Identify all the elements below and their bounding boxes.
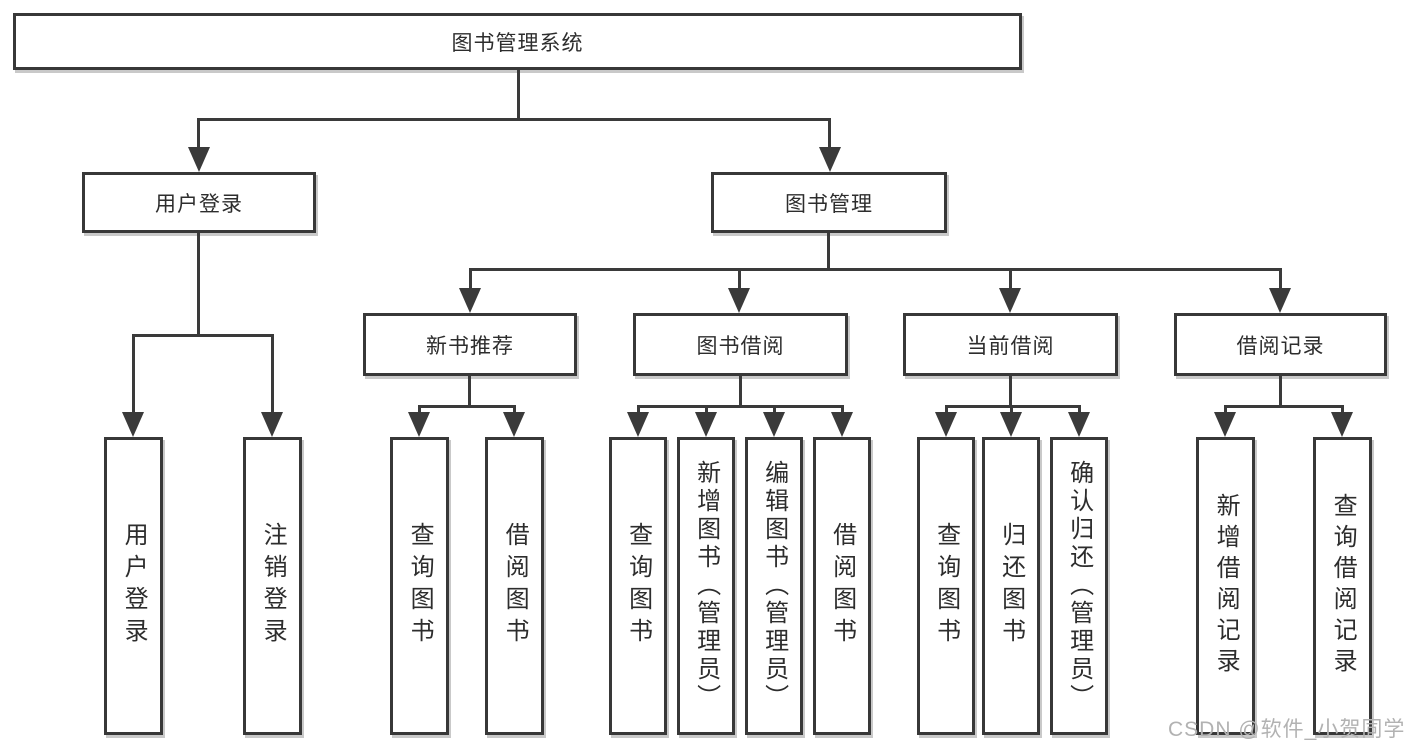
arrow-down-icon bbox=[261, 412, 283, 437]
leaf-current-return: 归还图书 bbox=[982, 437, 1040, 735]
leaf-current-return-label: 归还图书 bbox=[997, 522, 1025, 650]
connector-line bbox=[773, 405, 776, 415]
connector-line bbox=[513, 405, 516, 415]
arrow-down-icon bbox=[627, 412, 649, 437]
connector-line bbox=[1078, 405, 1081, 415]
leaf-borrow-add-admin: 新增图书（管理员） bbox=[677, 437, 735, 735]
node-book-management: 图书管理 bbox=[711, 172, 947, 233]
leaf-newbooks-borrow: 借阅图书 bbox=[485, 437, 544, 735]
connector-line bbox=[418, 405, 516, 408]
connector-line bbox=[197, 118, 200, 149]
arrow-down-icon bbox=[1068, 412, 1090, 437]
leaf-login-label: 用户登录 bbox=[120, 522, 148, 650]
leaf-records-query-label: 查询借阅记录 bbox=[1329, 493, 1357, 679]
connector-line bbox=[132, 334, 135, 414]
arrow-down-icon bbox=[999, 288, 1021, 313]
arrow-down-icon bbox=[1269, 288, 1291, 313]
leaf-borrow-book: 借阅图书 bbox=[813, 437, 871, 735]
connector-line bbox=[271, 334, 274, 414]
connector-line bbox=[132, 334, 273, 337]
node-user-login: 用户登录 bbox=[82, 172, 316, 233]
connector-line bbox=[197, 118, 831, 121]
node-borrow-records-label: 借阅记录 bbox=[1236, 334, 1325, 358]
arrow-down-icon bbox=[1331, 412, 1353, 437]
leaf-records-query: 查询借阅记录 bbox=[1313, 437, 1372, 735]
leaf-current-confirm-admin-label: 确认归还（管理员） bbox=[1065, 460, 1093, 712]
connector-line bbox=[469, 268, 472, 291]
arrow-down-icon bbox=[763, 412, 785, 437]
connector-line bbox=[517, 70, 520, 120]
leaf-logout-label: 注销登录 bbox=[259, 522, 287, 650]
connector-line bbox=[469, 268, 1282, 271]
node-new-book-recommend: 新书推荐 bbox=[363, 313, 577, 376]
leaf-logout: 注销登录 bbox=[243, 437, 302, 735]
node-new-book-recommend-label: 新书推荐 bbox=[426, 334, 514, 358]
leaf-records-add-label: 新增借阅记录 bbox=[1212, 493, 1240, 679]
arrow-down-icon bbox=[1214, 412, 1236, 437]
connector-line bbox=[468, 376, 471, 408]
connector-line bbox=[841, 405, 844, 415]
connector-line bbox=[418, 405, 421, 415]
connector-line bbox=[1279, 376, 1282, 408]
arrow-down-icon bbox=[188, 147, 210, 172]
connector-line bbox=[1279, 268, 1282, 291]
connector-line bbox=[1009, 376, 1012, 408]
connector-line bbox=[197, 233, 200, 336]
connector-line bbox=[1341, 405, 1344, 415]
connector-line bbox=[637, 405, 844, 408]
connector-line bbox=[1010, 405, 1013, 415]
connector-line bbox=[827, 233, 830, 271]
arrow-down-icon bbox=[408, 412, 430, 437]
leaf-newbooks-query: 查询图书 bbox=[390, 437, 449, 735]
node-borrow-records: 借阅记录 bbox=[1174, 313, 1387, 376]
arrow-down-icon bbox=[122, 412, 144, 437]
leaf-borrow-book-label: 借阅图书 bbox=[828, 522, 856, 650]
arrow-down-icon bbox=[819, 147, 841, 172]
leaf-newbooks-borrow-label: 借阅图书 bbox=[501, 522, 529, 650]
node-system-root-label: 图书管理系统 bbox=[451, 31, 584, 55]
node-user-login-label: 用户登录 bbox=[155, 192, 243, 216]
connector-line bbox=[739, 376, 742, 408]
leaf-newbooks-query-label: 查询图书 bbox=[406, 522, 434, 650]
arrow-down-icon bbox=[695, 412, 717, 437]
connector-line bbox=[828, 118, 831, 149]
connector-line bbox=[705, 405, 708, 415]
node-book-management-label: 图书管理 bbox=[785, 192, 873, 216]
connector-line bbox=[1224, 405, 1344, 408]
leaf-current-confirm-admin: 确认归还（管理员） bbox=[1050, 437, 1108, 735]
leaf-borrow-edit-admin: 编辑图书（管理员） bbox=[745, 437, 803, 735]
arrow-down-icon bbox=[728, 288, 750, 313]
connector-line bbox=[738, 268, 741, 291]
csdn-watermark: CSDN @软件_小贺同学 bbox=[1168, 718, 1405, 741]
node-book-borrow-label: 图书借阅 bbox=[696, 334, 785, 358]
leaf-login: 用户登录 bbox=[104, 437, 163, 735]
connector-line bbox=[945, 405, 1081, 408]
connector-line bbox=[1009, 268, 1012, 291]
leaf-borrow-add-admin-label: 新增图书（管理员） bbox=[692, 460, 720, 712]
node-book-borrow: 图书借阅 bbox=[633, 313, 848, 376]
connector-line bbox=[1224, 405, 1227, 415]
node-current-borrow: 当前借阅 bbox=[903, 313, 1118, 376]
node-current-borrow-label: 当前借阅 bbox=[966, 334, 1055, 358]
connector-line bbox=[637, 405, 640, 415]
arrow-down-icon bbox=[459, 288, 481, 313]
leaf-records-add: 新增借阅记录 bbox=[1196, 437, 1255, 735]
leaf-current-query: 查询图书 bbox=[917, 437, 975, 735]
leaf-borrow-query-label: 查询图书 bbox=[624, 522, 652, 650]
leaf-current-query-label: 查询图书 bbox=[932, 522, 960, 650]
leaf-borrow-edit-admin-label: 编辑图书（管理员） bbox=[760, 460, 788, 712]
arrow-down-icon bbox=[831, 412, 853, 437]
leaf-borrow-query: 查询图书 bbox=[609, 437, 667, 735]
connector-line bbox=[945, 405, 948, 415]
node-system-root: 图书管理系统 bbox=[13, 13, 1022, 70]
arrow-down-icon bbox=[1000, 412, 1022, 437]
arrow-down-icon bbox=[935, 412, 957, 437]
arrow-down-icon bbox=[503, 412, 525, 437]
